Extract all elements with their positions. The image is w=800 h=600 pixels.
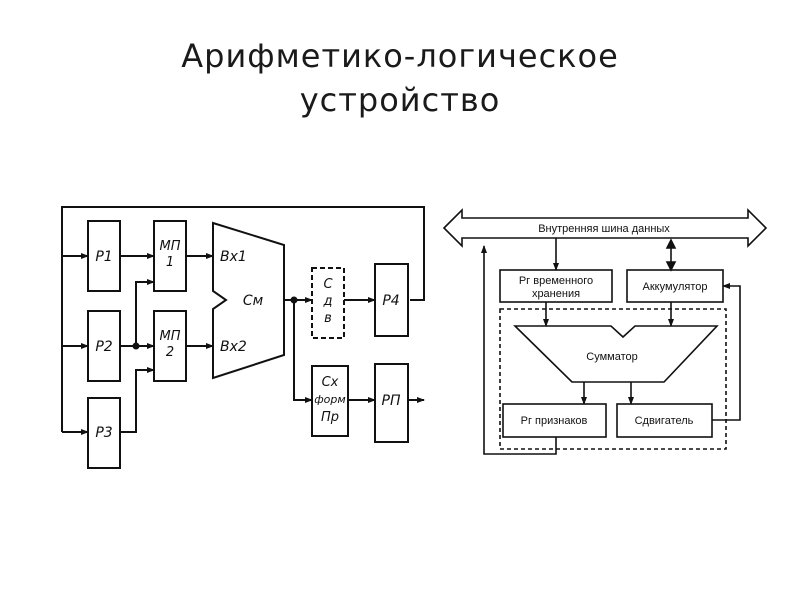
feedback-line [61,206,425,432]
mux1-label-b: 1 [166,255,174,270]
flags-former-label-a: Сх [322,375,339,390]
mux1-label-a: МП [160,239,181,254]
wire-adder-former [293,300,313,403]
junction-p2 [132,342,140,350]
slide-title-line2: устройство [299,81,501,119]
register-p1-label: Р1 [95,249,112,265]
register-p2-label: Р2 [95,339,112,355]
flags-former-label-c: Пр [321,410,339,425]
data-bus-arrow [442,208,768,248]
flags-register-label: Рг признаков [521,415,588,427]
register-p3-label: Р3 [95,425,112,441]
flags-former-label-b: форм [314,393,345,406]
right-shifter-label: Сдвигатель [635,415,694,427]
slide-title: Арифметико-логическое устройство [0,34,800,122]
register-pp-box [374,363,409,443]
right-diagram-labels: Внутренняя шина данных Рг временного хра… [519,223,708,427]
flags-register-box [502,403,607,438]
wire-acc-bus-up-head [665,238,677,249]
left-alu-diagram [61,206,425,469]
mux2-label-a: МП [160,329,181,344]
adder-input2-label: Вх2 [220,339,247,355]
junction-adder-out [290,296,298,304]
wire-flags-bus [481,245,557,455]
right-bus-diagram [442,208,768,455]
adder-shape [212,221,285,380]
accumulator-label: Аккумулятор [643,281,708,293]
adder-name-label: См [243,293,264,309]
wire-shifter-acc [712,283,741,421]
register-pp-label: РП [382,393,401,409]
right-adder-shape [513,325,719,383]
wire-acc-bus-down-head [665,261,677,272]
adder-input1-label: Вх1 [220,249,247,265]
wire-p3-mux2 [120,367,155,433]
shifter-box [311,267,345,339]
shifter-label-a: С [323,277,333,292]
bus-label: Внутренняя шина данных [538,223,670,235]
right-adder-label: Сумматор [586,351,637,363]
temp-register-label-a: Рг временного [519,275,593,287]
mux2-label-b: 2 [166,345,174,360]
shifter-label-b: д [323,294,333,309]
temp-register-label-b: хранения [532,288,580,300]
left-diagram-labels: Р1 Р2 Р3 МП 1 МП 2 Вх1 Вх2 См С д в Сх ф… [95,239,401,441]
wire-p2-mux1 [120,279,155,347]
register-p4-label: Р4 [382,293,399,309]
register-p4-box [374,263,409,337]
shifter-label-c: в [324,311,332,326]
slide-title-line1: Арифметико-логическое [181,37,619,75]
alu-dashed-frame [499,308,727,450]
